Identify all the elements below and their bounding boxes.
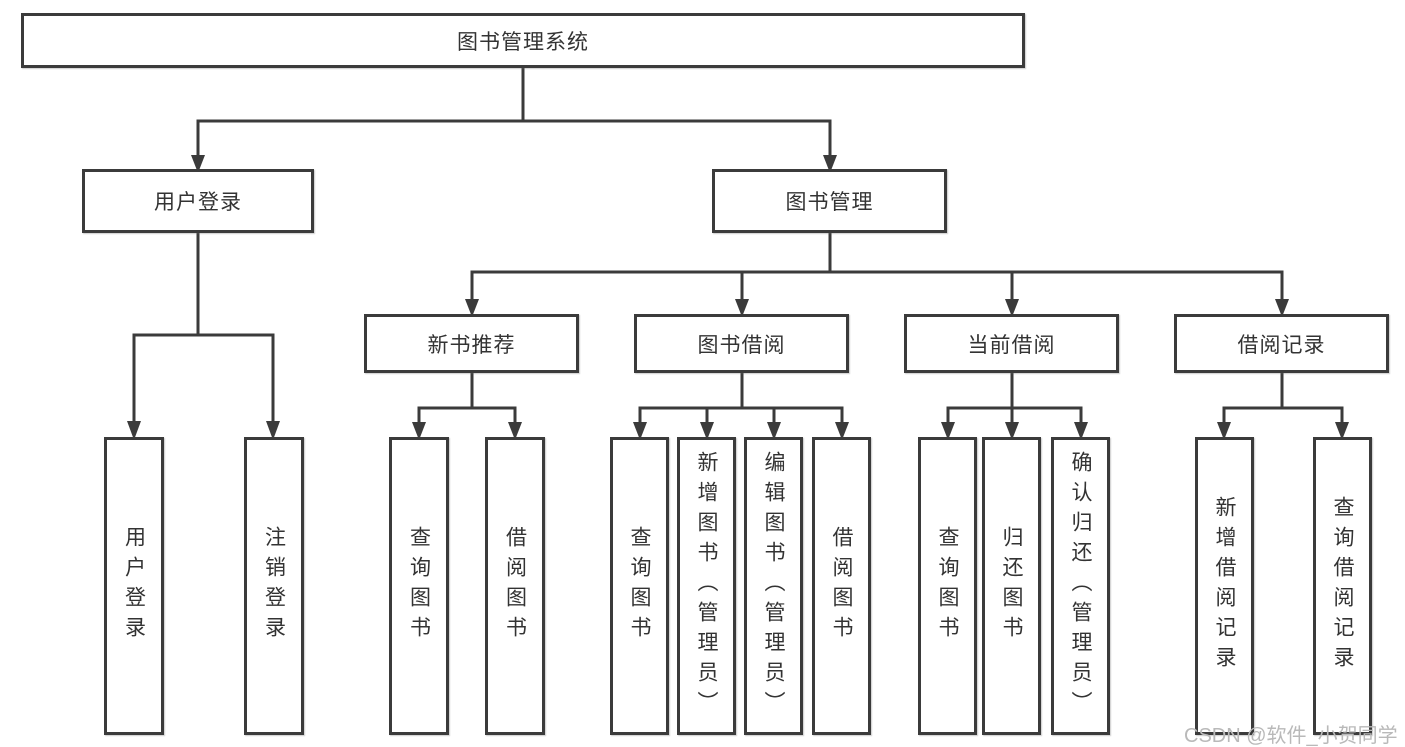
node-book-management-label: 图书管理 [785,191,874,214]
node-root: 图书管理系统 [21,13,1025,68]
node-leaf-edit-books-admin-label: 编辑图书（管理员） [762,451,785,721]
connector-current-borrowing-children [941,371,1088,440]
node-leaf-recommend-query-books-label: 查询图书 [407,526,431,646]
connector-new-book-recommend-children [412,371,522,440]
node-new-book-recommend-label: 新书推荐 [427,333,516,357]
node-leaf-borrow-books-label: 借阅图书 [830,526,853,646]
node-root-label: 图书管理系统 [457,30,589,54]
connector-user-login-children [127,232,280,440]
node-leaf-logout: 注销登录 [244,437,304,735]
node-leaf-add-books-admin-label: 新增图书（管理员） [695,451,718,721]
node-leaf-edit-books-admin: 编辑图书（管理员） [744,437,803,735]
node-leaf-borrow-query-books-label: 查询图书 [628,526,651,646]
node-leaf-confirm-return-admin: 确认归还（管理员） [1051,437,1110,735]
node-book-borrowing: 图书借阅 [634,314,849,373]
node-borrowing-records-label: 借阅记录 [1237,333,1326,357]
node-user-login-label: 用户登录 [154,191,242,214]
node-leaf-user-login: 用户登录 [104,437,164,735]
node-leaf-borrow-query-books: 查询图书 [610,437,669,735]
node-leaf-current-query-books: 查询图书 [918,437,977,735]
node-leaf-user-login-label: 用户登录 [122,526,146,646]
node-leaf-confirm-return-admin-label: 确认归还（管理员） [1069,451,1092,721]
node-user-login: 用户登录 [82,169,314,233]
node-leaf-recommend-query-books: 查询图书 [389,437,449,735]
node-book-borrowing-label: 图书借阅 [697,333,786,357]
node-leaf-recommend-borrow-books-label: 借阅图书 [503,526,527,646]
node-current-borrowing: 当前借阅 [904,314,1119,373]
connector-borrowing-records-children [1217,371,1349,440]
node-leaf-return-books-label: 归还图书 [1000,526,1023,646]
node-leaf-return-books: 归还图书 [982,437,1041,735]
connector-root-to-level2 [191,66,837,173]
node-leaf-current-query-books-label: 查询图书 [936,526,959,646]
node-leaf-add-borrow-record: 新增借阅记录 [1195,437,1254,735]
connector-book-management-children [465,230,1289,317]
node-borrowing-records: 借阅记录 [1174,314,1389,373]
node-leaf-add-borrow-record-label: 新增借阅记录 [1213,496,1236,676]
watermark-text: CSDN @软件_小贺同学 [1184,725,1398,747]
node-book-management: 图书管理 [712,169,947,233]
node-leaf-query-borrow-record-label: 查询借阅记录 [1331,496,1354,676]
node-leaf-query-borrow-record: 查询借阅记录 [1313,437,1372,735]
node-leaf-borrow-books: 借阅图书 [812,437,871,735]
node-current-borrowing-label: 当前借阅 [967,333,1056,357]
connector-book-borrowing-children [633,371,849,440]
node-leaf-add-books-admin: 新增图书（管理员） [677,437,736,735]
node-leaf-recommend-borrow-books: 借阅图书 [485,437,545,735]
node-leaf-logout-label: 注销登录 [262,526,286,646]
node-new-book-recommend: 新书推荐 [364,314,579,373]
